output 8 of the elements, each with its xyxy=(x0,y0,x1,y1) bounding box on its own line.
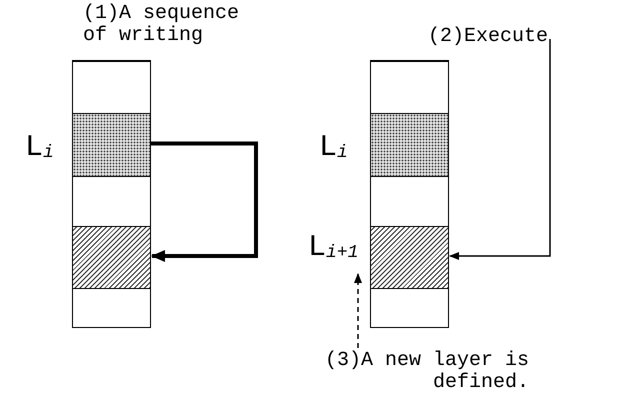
arrow xyxy=(151,142,258,262)
step-note: (2)Execute xyxy=(426,26,548,48)
step-note: (3)A new layer is defined. xyxy=(324,350,529,394)
arrow xyxy=(354,273,362,348)
layer-band xyxy=(371,226,448,288)
layer-band xyxy=(73,226,150,288)
arrow xyxy=(449,39,551,260)
stack-heading: (1)A sequence of writing xyxy=(83,3,240,47)
